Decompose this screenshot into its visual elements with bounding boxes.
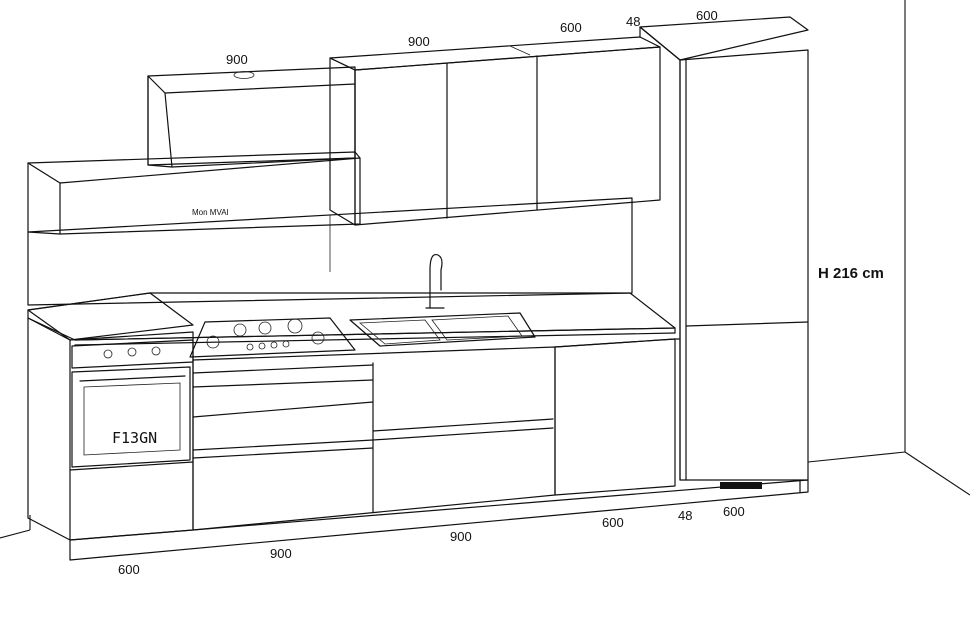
dim-bottom-2: 900	[270, 546, 292, 561]
bottom-dimension-labels: 600 900 900 600 48 600	[118, 504, 745, 577]
dim-bottom-1: 600	[118, 562, 140, 577]
oven-knob-icon	[103, 349, 113, 359]
height-label: H 216 cm	[818, 265, 884, 282]
faucet-icon	[429, 253, 443, 309]
dim-bottom-4: 600	[602, 515, 624, 530]
tall-cabinet	[639, 16, 809, 493]
side-module-top	[27, 292, 194, 341]
dim-bottom-5: 48	[678, 508, 692, 523]
oven-module: F13GN	[27, 317, 194, 541]
top-dimension-labels: 900 900 600 48 600	[226, 8, 718, 67]
oven-door	[71, 366, 191, 468]
dim-top-4: 48	[626, 14, 640, 29]
dim-top-3: 600	[560, 20, 582, 35]
sink	[349, 253, 536, 347]
dim-bottom-3: 900	[450, 529, 472, 544]
burner-icons	[206, 318, 325, 351]
dim-bottom-6: 600	[723, 504, 745, 519]
range-hood: Mon MVAI	[27, 151, 361, 235]
hood-label: Mon MVAI	[192, 208, 229, 217]
dim-top-2: 900	[408, 34, 430, 49]
gas-hob	[189, 317, 356, 358]
tall-cabinet-door-split	[685, 321, 809, 327]
upper-box-cabinet	[147, 66, 356, 168]
oven-label: F13GN	[112, 429, 157, 447]
oven-handle	[79, 375, 186, 382]
base-door-600	[554, 338, 676, 496]
backsplash-panel	[27, 197, 633, 306]
plinth	[69, 479, 809, 561]
dim-top-1: 900	[226, 52, 248, 67]
duct-outlet-icon	[233, 71, 255, 79]
oven-knob-icon-2	[151, 346, 161, 356]
oven-timer-icon	[127, 347, 137, 357]
room-walls	[0, 0, 970, 539]
upper-wall-cabinets	[329, 36, 661, 226]
worktop	[27, 292, 676, 346]
dim-top-5: 600	[696, 8, 718, 23]
base-cabinets	[69, 338, 809, 561]
